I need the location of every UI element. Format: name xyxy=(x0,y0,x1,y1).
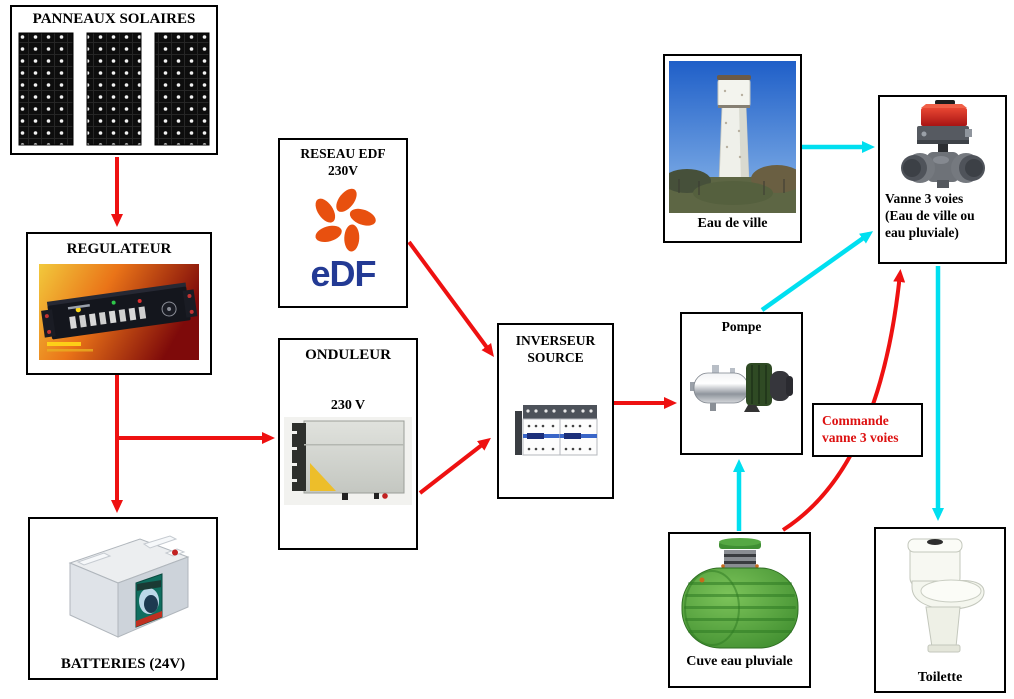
three-way-valve-image xyxy=(900,100,985,188)
pump-image xyxy=(689,362,793,412)
node-onduleur: ONDULEUR 230 V xyxy=(278,338,418,550)
edf-logo: eDF xyxy=(310,188,377,294)
node-pompe: Pompe xyxy=(680,312,803,455)
onduleur-voltage-label: 230 V xyxy=(330,397,366,413)
panneaux-solaires-label: PANNEAUX SOLAIRES xyxy=(32,11,196,27)
node-eau-de-ville: Eau de ville xyxy=(663,54,802,243)
node-cuve-eau-pluviale: Cuve eau pluviale xyxy=(668,532,811,688)
cuve-eau-pluviale-label: Cuve eau pluviale xyxy=(686,654,793,669)
toilette-label: Toilette xyxy=(917,669,963,685)
inverseur-source-label: INVERSEUR SOURCE xyxy=(515,333,596,365)
contactor-image xyxy=(514,404,597,456)
vanne-3-voies-label: Vanne 3 voies (Eau de ville ou eau pluvi… xyxy=(885,191,975,240)
inverter-image xyxy=(284,417,412,506)
edge-reseau-edf-inverseur xyxy=(407,240,494,358)
node-vanne-3-voies: Vanne 3 voies (Eau de ville ou eau pluvi… xyxy=(878,95,1007,264)
commande-vanne-label: Commande vanne 3 voies xyxy=(822,413,899,445)
charge-controller-image xyxy=(39,263,199,360)
node-toilette: Toilette xyxy=(874,527,1006,693)
reseau-edf-label: RESEAU EDF 230V xyxy=(300,146,386,178)
node-regulateur: REGULATEUR xyxy=(26,232,212,375)
batteries-label: BATTERIES (24V) xyxy=(60,656,186,673)
edge-onduleur-inverseur xyxy=(418,437,491,495)
rainwater-tank-image xyxy=(681,538,799,649)
battery-image xyxy=(68,535,190,638)
node-panneaux-solaires: PANNEAUX SOLAIRES xyxy=(10,5,218,155)
node-batteries: BATTERIES (24V) xyxy=(28,517,218,680)
water-tower-photo xyxy=(669,61,796,213)
node-reseau-edf: RESEAU EDF 230V eDF xyxy=(278,138,408,308)
pompe-label: Pompe xyxy=(721,319,762,334)
solar-panels-image xyxy=(18,32,210,146)
edf-logo-text: eDF xyxy=(310,253,375,294)
toilet-image xyxy=(907,538,985,653)
regulateur-label: REGULATEUR xyxy=(66,241,172,257)
node-inverseur-source: INVERSEUR SOURCE xyxy=(497,323,614,499)
eau-de-ville-label: Eau de ville xyxy=(697,216,768,231)
node-commande-vanne: Commande vanne 3 voies xyxy=(812,403,923,457)
edge-pompe-vanne xyxy=(760,231,874,312)
onduleur-label: ONDULEUR xyxy=(305,347,391,363)
